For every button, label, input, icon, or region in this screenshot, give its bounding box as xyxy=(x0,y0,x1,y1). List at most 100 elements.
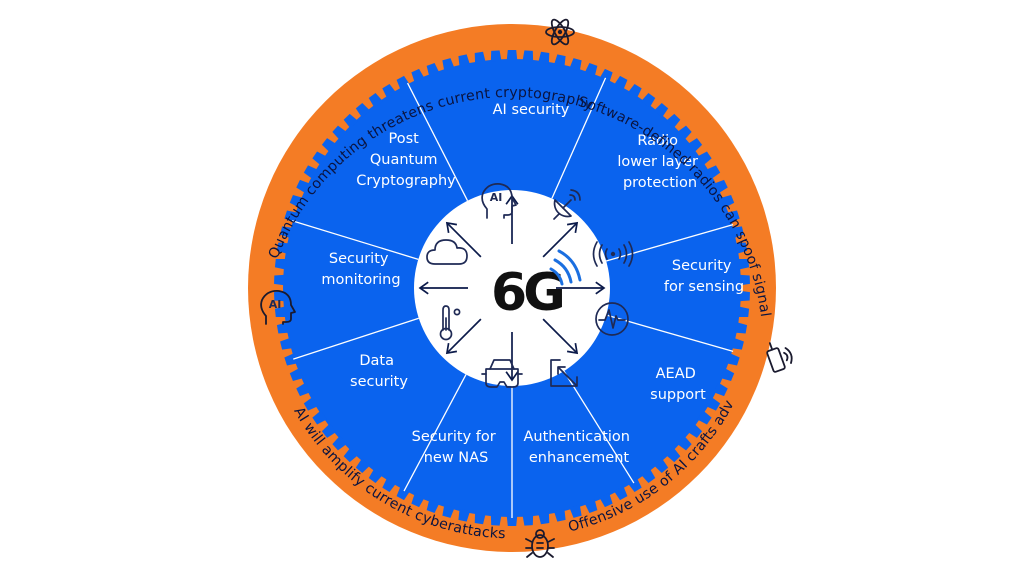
gear-tooth xyxy=(538,51,550,65)
gear-tooth xyxy=(705,165,721,180)
segment-labels: AI security Radio lower layer protection… xyxy=(321,102,744,466)
gear-tooth xyxy=(627,83,642,99)
radial-arrows xyxy=(418,194,606,382)
segment-label-authentication: Authentication enhancement xyxy=(523,429,634,466)
gear-tooth xyxy=(641,93,656,108)
gear-tooth xyxy=(355,458,371,473)
gear-tooth xyxy=(368,93,383,108)
gear-tooth xyxy=(426,62,440,77)
segment-dividers xyxy=(291,77,734,518)
gear-tooth xyxy=(368,468,383,483)
gear-tooth xyxy=(312,151,327,166)
gear-tooth xyxy=(569,504,582,518)
gear-tooth xyxy=(737,258,750,270)
gear-tooth xyxy=(280,337,294,350)
segment-label-pqc: Post Quantum Cryptography xyxy=(356,131,456,189)
gear-tooth xyxy=(474,51,486,65)
gear-tooth xyxy=(697,151,712,166)
gear-tooth xyxy=(303,396,319,411)
gear-tooth xyxy=(730,226,744,239)
gear-tooth xyxy=(506,514,518,526)
segment-label-radio: Radio lower layer protection xyxy=(617,133,702,191)
gear-tooth xyxy=(697,410,712,425)
gear-tooth xyxy=(490,514,502,526)
gear-tooth xyxy=(726,210,740,223)
radial-arrow xyxy=(418,281,468,295)
gear-tooth xyxy=(396,75,411,91)
segment-label-ai-security: AI security xyxy=(493,102,570,118)
segment-divider xyxy=(551,77,607,199)
gear-tooth xyxy=(303,165,319,180)
segment-label-new-nas: Security for new NAS xyxy=(412,429,501,466)
segment-label-aead: AEAD support xyxy=(650,366,706,403)
gear-tooth xyxy=(584,499,598,514)
gear-tooth xyxy=(332,125,347,141)
logo-text: 6G xyxy=(491,263,562,323)
gear-tooth xyxy=(665,447,681,463)
wireless-signal-icon xyxy=(592,241,634,267)
radial-arrow xyxy=(445,318,482,355)
gear-tooth xyxy=(705,396,721,411)
gear-tooth xyxy=(737,306,750,318)
segment-label-data-security: Data security xyxy=(350,353,408,390)
gear-tooth xyxy=(584,62,598,77)
gear-tooth xyxy=(677,125,692,141)
gear-tooth xyxy=(296,179,311,194)
logo-signal-arc-1 xyxy=(549,267,564,286)
gear-tooth xyxy=(490,50,502,62)
gear-tooth xyxy=(553,508,566,522)
segment-divider xyxy=(606,223,734,262)
sdr-radio-icon xyxy=(766,342,793,373)
segment-divider xyxy=(403,374,467,492)
radial-arrow xyxy=(445,221,482,258)
radial-arrow xyxy=(505,332,519,382)
radial-arrow xyxy=(542,221,579,258)
gear-tooth xyxy=(458,54,471,68)
gear-tooth xyxy=(274,258,287,270)
gear-tooth xyxy=(653,458,669,473)
gear-tooth xyxy=(426,499,440,514)
gear-tooth xyxy=(321,423,337,438)
segment-label-sensing: Security for sensing xyxy=(664,258,744,295)
bug-icon xyxy=(525,529,555,558)
gear-tooth xyxy=(641,468,656,483)
cloud-icon xyxy=(426,239,468,265)
gear-tooth xyxy=(665,113,681,129)
gear-tooth xyxy=(627,477,642,493)
gear-tooth xyxy=(522,50,534,62)
gear-tooth xyxy=(442,504,455,518)
vr-headset-icon xyxy=(481,359,523,388)
gear-tooth xyxy=(332,435,347,451)
gear-tooth xyxy=(274,274,286,286)
gear-tooth xyxy=(276,322,290,334)
gear-tooth xyxy=(730,337,744,350)
svg-text:AI: AI xyxy=(490,191,503,204)
gear-tooth xyxy=(343,113,359,129)
waveform-sensor-icon xyxy=(595,302,629,336)
gear-tooth xyxy=(677,435,692,451)
radial-arrow xyxy=(542,318,579,355)
segment-divider xyxy=(407,82,469,201)
gear-tooth xyxy=(569,58,582,72)
gear-tooth xyxy=(613,75,628,91)
gear-tooth xyxy=(738,274,750,286)
thermometer-icon xyxy=(439,305,461,341)
radial-arrow xyxy=(556,281,606,295)
segment-divider xyxy=(293,317,419,360)
gear-tooth xyxy=(296,382,311,397)
logo-signal-arc-3 xyxy=(557,249,582,282)
gear-tooth xyxy=(553,54,566,68)
gear-tooth xyxy=(738,290,750,302)
gear-tooth xyxy=(280,226,294,239)
gear-tooth xyxy=(312,410,327,425)
gear-teeth xyxy=(274,50,750,526)
gear-tooth xyxy=(411,493,425,508)
gear-tooth xyxy=(713,179,728,194)
gear-tooth xyxy=(343,447,359,463)
gear-tooth xyxy=(321,138,337,153)
gear-tooth xyxy=(522,514,534,526)
gear-tooth xyxy=(726,353,740,366)
ai-head-icon: AI xyxy=(260,290,296,325)
gear-tooth xyxy=(289,368,304,382)
segment-divider xyxy=(291,220,419,260)
